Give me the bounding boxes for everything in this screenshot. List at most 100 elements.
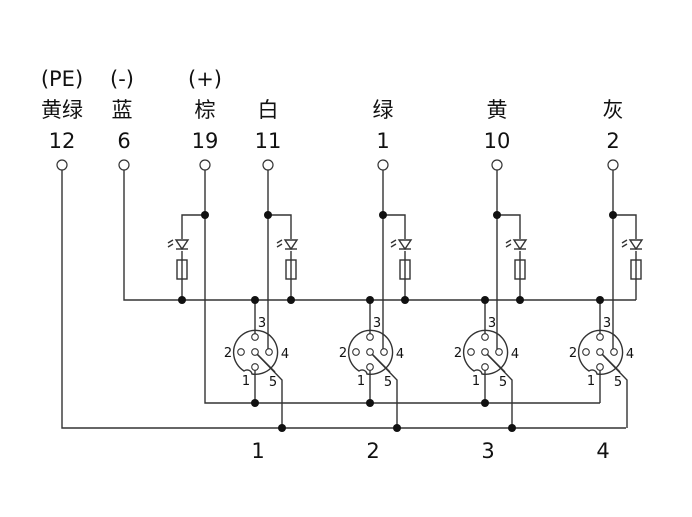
light-emission-icon xyxy=(167,239,174,248)
terminal-labels: (PE) 黄绿 12 (-) 蓝 6 (+) 棕 19 白 11 绿 1 黄 1… xyxy=(41,67,624,153)
pin-3 xyxy=(366,333,374,341)
terminal-1 xyxy=(377,159,389,171)
pin-label-4: 4 xyxy=(281,347,289,362)
terminal-1-color: 绿 xyxy=(373,98,394,122)
led-branch xyxy=(268,214,292,300)
junction-dot xyxy=(516,296,524,304)
pin-2 xyxy=(467,348,475,356)
pin-label-4: 4 xyxy=(396,347,404,362)
terminal-10-number: 10 xyxy=(484,129,511,153)
resistor-icon xyxy=(514,259,526,280)
pin-1 xyxy=(596,363,604,371)
led-with-resistor xyxy=(505,239,528,280)
pin-3 xyxy=(251,333,259,341)
junction-dot xyxy=(178,296,186,304)
junction-dot xyxy=(481,399,489,407)
terminal-10 xyxy=(491,159,503,171)
resistor-icon xyxy=(176,259,188,280)
pin-label-1: 1 xyxy=(472,374,480,389)
connector-body xyxy=(577,329,624,375)
led-diode-icon xyxy=(628,239,644,251)
pin-label-3: 3 xyxy=(258,316,266,331)
terminal-10-color: 黄 xyxy=(487,98,508,122)
light-emission-icon xyxy=(621,239,628,248)
terminal-6-number: 6 xyxy=(117,129,130,153)
pin-5 xyxy=(596,348,604,356)
pin-4 xyxy=(610,348,618,356)
pin-label-5: 5 xyxy=(384,375,392,390)
resistor-icon xyxy=(630,259,642,280)
pin-4 xyxy=(265,348,273,356)
pin-1 xyxy=(366,363,374,371)
junction-dot xyxy=(251,399,259,407)
terminal-circles xyxy=(56,159,619,171)
junction-dot xyxy=(508,424,516,432)
terminal-12-number: 12 xyxy=(49,129,76,153)
led-branch xyxy=(181,214,205,300)
junction-dot xyxy=(393,424,401,432)
junction-dot xyxy=(481,296,489,304)
led-indicators xyxy=(181,214,637,300)
terminal-2-number: 2 xyxy=(606,129,619,153)
pin-label-3: 3 xyxy=(373,316,381,331)
port-label-1: 1 xyxy=(251,439,264,463)
pin-label-3: 3 xyxy=(488,316,496,331)
terminal-12-color: 黄绿 xyxy=(41,98,83,122)
pin-label-2: 2 xyxy=(224,346,232,361)
junction-dot xyxy=(251,296,259,304)
led-with-resistor xyxy=(167,239,190,280)
junction-dot xyxy=(366,399,374,407)
pin-label-5: 5 xyxy=(614,375,622,390)
light-emission-icon xyxy=(276,239,283,248)
light-emission-icon xyxy=(505,239,512,248)
led-with-resistor xyxy=(276,239,299,280)
pin-3 xyxy=(596,333,604,341)
junction-dot xyxy=(596,296,604,304)
pin-4 xyxy=(495,348,503,356)
pin-label-5: 5 xyxy=(269,375,277,390)
pin-label-1: 1 xyxy=(242,374,250,389)
terminal-2 xyxy=(607,159,619,171)
junction-dot xyxy=(278,424,286,432)
terminal-19-number: 19 xyxy=(192,129,219,153)
terminal-6 xyxy=(118,159,130,171)
pin-3 xyxy=(481,333,489,341)
terminal-19-polarity: (+) xyxy=(188,67,222,91)
connector-body xyxy=(462,329,509,375)
resistor-icon xyxy=(285,259,297,280)
pin-label-5: 5 xyxy=(499,375,507,390)
terminal-11-number: 11 xyxy=(255,129,282,153)
pin-label-2: 2 xyxy=(454,346,462,361)
led-branch xyxy=(383,214,406,300)
terminal-12-polarity: (PE) xyxy=(41,67,83,91)
pin-5 xyxy=(251,348,259,356)
junction-dot xyxy=(401,296,409,304)
junction-dot xyxy=(493,211,501,219)
terminal-11-color: 白 xyxy=(258,98,279,122)
wires xyxy=(61,170,636,429)
connector-body xyxy=(232,329,279,375)
wire-pe xyxy=(61,170,626,429)
led-with-resistor xyxy=(621,239,644,280)
terminal-6-color: 蓝 xyxy=(112,98,133,122)
led-branch xyxy=(497,214,521,300)
junction-dot xyxy=(379,211,387,219)
port-label-4: 4 xyxy=(596,439,609,463)
terminal-12 xyxy=(56,159,68,171)
terminal-2-color: 灰 xyxy=(603,98,624,122)
junction-dot xyxy=(201,211,209,219)
led-diode-icon xyxy=(512,239,528,251)
led-branch xyxy=(613,214,637,300)
led-with-resistor xyxy=(390,239,413,280)
port-label-2: 2 xyxy=(366,439,379,463)
pin-2 xyxy=(237,348,245,356)
junction-dot xyxy=(264,211,272,219)
pin-label-1: 1 xyxy=(587,374,595,389)
connector-body xyxy=(347,329,394,375)
pin-1 xyxy=(481,363,489,371)
wire-negative xyxy=(123,170,636,301)
led-diode-icon xyxy=(283,239,299,251)
